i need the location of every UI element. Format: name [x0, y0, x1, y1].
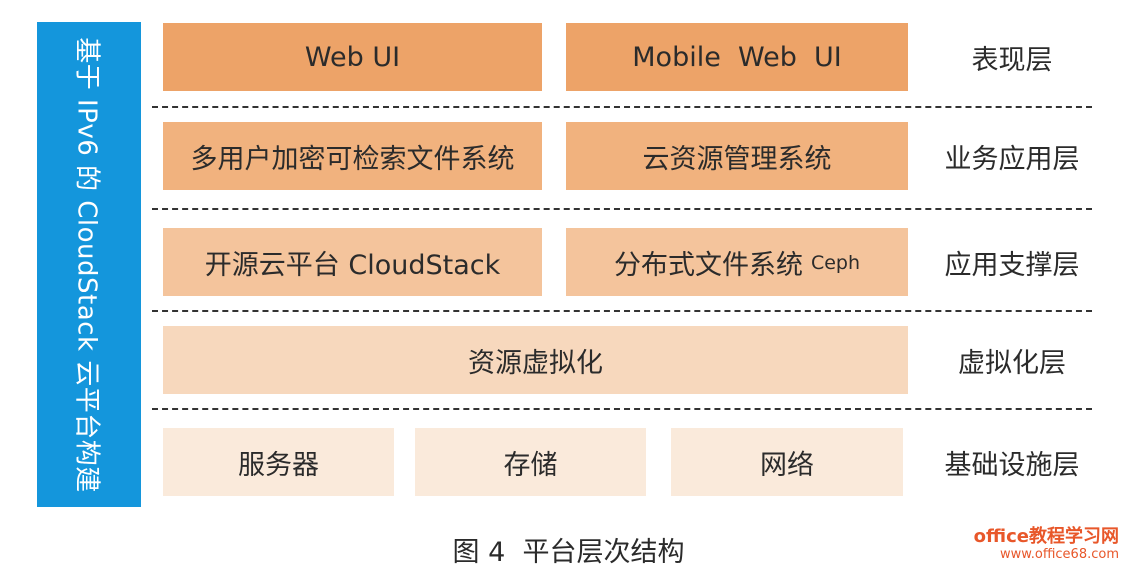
box-label: 服务器 — [238, 449, 319, 481]
layer-label-support: 应用支撑层 — [944, 249, 1080, 281]
layer-divider — [152, 408, 1092, 410]
layer-label-business: 业务应用层 — [944, 143, 1080, 175]
box-servers: 服务器 — [163, 428, 394, 496]
box-mobile-web-ui: Mobile Web UI — [566, 23, 908, 91]
box-label: 存储 — [503, 449, 558, 481]
box-label: 资源虚拟化 — [468, 347, 603, 379]
layer-divider — [152, 310, 1092, 312]
figure-caption: 图 4 平台层次结构 — [452, 537, 685, 568]
box-resource-virtualization: 资源虚拟化 — [163, 326, 908, 394]
box-label: 分布式文件系统 — [613, 249, 803, 281]
box-label: Mobile Web UI — [632, 41, 842, 73]
layer-label-presentation: 表现层 — [971, 44, 1053, 76]
box-cloud-resource-management: 云资源管理系统 — [566, 122, 908, 190]
box-label: 云资源管理系统 — [642, 143, 832, 175]
box-label: 网络 — [760, 449, 814, 481]
box-label: 开源云平台 CloudStack — [204, 249, 501, 281]
watermark-url: www.office68.com — [1000, 546, 1119, 562]
box-label: 多用户加密可检索文件系统 — [190, 143, 515, 175]
layer-label-virtualization: 虚拟化层 — [958, 347, 1066, 379]
box-encrypted-file-system: 多用户加密可检索文件系统 — [163, 122, 542, 190]
sidebar-banner: 基于 IPv6 的 CloudStack 云平台构建 — [37, 22, 141, 507]
box-storage: 存储 — [415, 428, 646, 496]
watermark-brand: office教程学习网 — [973, 526, 1119, 547]
box-web-ui: Web UI — [163, 23, 542, 91]
layer-label-infrastructure: 基础设施层 — [944, 449, 1080, 481]
box-network: 网络 — [671, 428, 903, 496]
layer-divider — [152, 208, 1092, 210]
box-label: Web UI — [304, 41, 401, 73]
box-distributed-file-system: 分布式文件系统 Ceph — [566, 228, 908, 296]
box-cloudstack: 开源云平台 CloudStack — [163, 228, 542, 296]
sidebar-title: 基于 IPv6 的 CloudStack 云平台构建 — [71, 36, 102, 493]
box-sublabel: Ceph — [810, 252, 861, 274]
site-watermark: office教程学习网 www.office68.com — [973, 526, 1119, 563]
layer-divider — [152, 106, 1092, 108]
